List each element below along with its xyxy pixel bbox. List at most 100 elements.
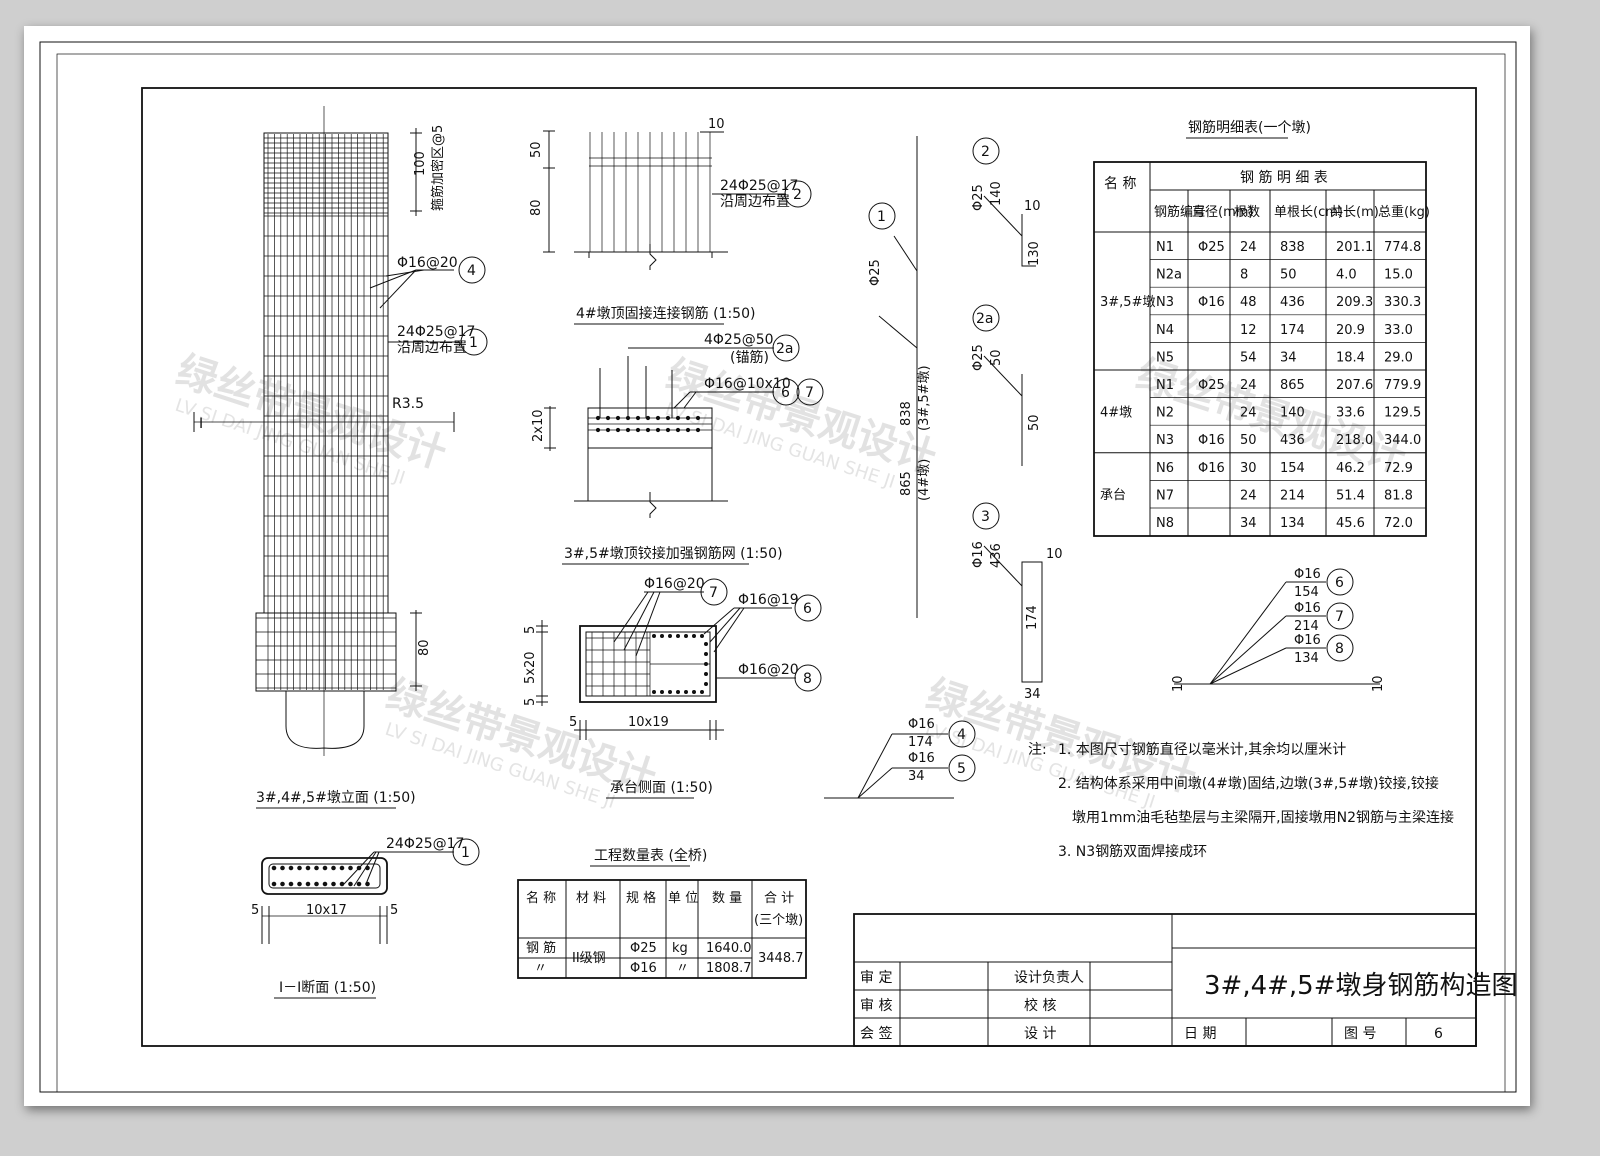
dim-10x17: 10x17 bbox=[306, 903, 347, 918]
bar678-end-left: 10 bbox=[1171, 675, 1186, 692]
rebar-cell-1-5-1: Φ25 bbox=[1198, 378, 1225, 393]
rebar-cell-0-1-5: 15.0 bbox=[1384, 268, 1413, 283]
qty-r1-spec: Φ25 bbox=[630, 941, 657, 956]
qty-h-qty: 数 量 bbox=[712, 891, 742, 906]
rebar-cell-1-7-0: N3 bbox=[1156, 433, 1174, 448]
section-mark: I bbox=[199, 416, 203, 432]
dim-80: 80 bbox=[417, 639, 432, 656]
rebar-cell-1-7-1: Φ16 bbox=[1198, 433, 1225, 448]
top-connect-label: 24Φ25@17 bbox=[720, 178, 798, 194]
cap-dim-5a: 5 bbox=[523, 626, 538, 634]
qty-h-unit: 单 位 bbox=[668, 891, 698, 906]
rebar-cell-0-0-0: N1 bbox=[1156, 240, 1174, 255]
bar2-len: 140 bbox=[989, 181, 1004, 206]
note-1: 1. 本图尺寸钢筋直径以毫米计,其余均以厘米计 bbox=[1058, 741, 1346, 758]
pier-outline bbox=[263, 132, 389, 614]
hinge-2a-note: (锚筋) bbox=[730, 349, 769, 366]
tb-chief: 设计负责人 bbox=[1014, 970, 1084, 986]
hinge-45-label: Φ16@10x10 bbox=[704, 376, 791, 392]
callout-8-cap: 8 bbox=[794, 664, 822, 692]
bar3-top: 10 bbox=[1046, 547, 1063, 562]
note-2: 2. 结构体系采用中间墩(4#墩)固结,边墩(3#,5#墩)铰接,铰接 bbox=[1058, 775, 1439, 792]
callout-2-bar: 2 bbox=[972, 137, 1000, 165]
svg-text:6: 6 bbox=[803, 601, 812, 617]
tb-date-label: 日 期 bbox=[1184, 1026, 1216, 1042]
rebar-cell-0-0-3: 838 bbox=[1280, 240, 1305, 255]
bar-4-5-shape: Φ16 174 Φ16 34 bbox=[824, 717, 954, 799]
rebar-cell-1-7-3: 436 bbox=[1280, 433, 1305, 448]
bar7-len: 214 bbox=[1294, 619, 1319, 634]
bar2-dia: Φ25 bbox=[971, 184, 986, 211]
cap-label-7: Φ16@20 bbox=[644, 576, 705, 592]
rebar-cell-1-6-2: 24 bbox=[1240, 406, 1257, 421]
bar-6-7-8-shape: Φ16 154 Φ16 214 Φ16 134 10 10 bbox=[1171, 567, 1386, 692]
callout-8-bar: 8 bbox=[1326, 634, 1354, 662]
top-hinge-view: 4Φ25@50 (锚筋) Φ16@10x10 2x10 3#,5#墩顶铰接加强钢… bbox=[531, 332, 791, 565]
note-2-cont: 墩用1mm油毛毡垫层与主梁隔开,固接墩用N2钢筋与主梁连接 bbox=[1072, 809, 1454, 826]
rebar-cell-2-8-4: 46.2 bbox=[1336, 461, 1365, 476]
rebar-header-2: 根数 bbox=[1234, 205, 1260, 220]
section-bars bbox=[271, 865, 370, 887]
svg-text:7: 7 bbox=[1335, 609, 1344, 625]
qty-r2-unit: 〃 bbox=[676, 961, 689, 976]
hinge-block bbox=[587, 407, 713, 449]
callout-3-bar: 3 bbox=[972, 502, 1000, 530]
section-title: I－I断面 (1:50) bbox=[279, 980, 376, 996]
cap-label-8: Φ16@20 bbox=[738, 662, 799, 678]
cap-dim-5b: 5 bbox=[523, 698, 538, 706]
rebar-cell-0-3-5: 33.0 bbox=[1384, 323, 1413, 338]
rebar-cell-0-1-0: N2a bbox=[1156, 268, 1182, 283]
dim-5-right: 5 bbox=[390, 903, 398, 918]
callout-2-top: 2 bbox=[784, 180, 812, 208]
pier-elevation-view: I Φ16@20 24Φ25@17 沿周边布置 R3.5 100 箍筋加密区@5… bbox=[193, 106, 475, 809]
label-hook-radius: R3.5 bbox=[392, 396, 424, 412]
callout-7-bar: 7 bbox=[1326, 602, 1354, 630]
bar2a-len: 50 bbox=[989, 349, 1004, 366]
bar3-side: 174 bbox=[1025, 605, 1040, 630]
qty-total: 3448.7 bbox=[758, 951, 804, 966]
qty-h-three-piers: (三个墩) bbox=[754, 913, 803, 928]
bar2a-dia: Φ25 bbox=[971, 344, 986, 371]
drawing-sheet: 绿丝带景观设计 LV SI DAI JING GUAN SHE JI 绿丝带景观… bbox=[24, 26, 1530, 1106]
svg-text:2a: 2a bbox=[976, 311, 994, 327]
rebar-cell-0-1-4: 4.0 bbox=[1336, 268, 1357, 283]
top-hinge-title: 3#,5#墩顶铰接加强钢筋网 (1:50) bbox=[564, 545, 783, 562]
cap-side-title: 承台侧面 (1:50) bbox=[610, 780, 713, 796]
quantity-table: 工程数量表 (全桥) 名 称 材 料 规 格 单 位 数 量 合 计 (三个墩)… bbox=[517, 847, 807, 979]
svg-text:4: 4 bbox=[957, 727, 966, 743]
notes: 注: 1. 本图尺寸钢筋直径以毫米计,其余均以厘米计 2. 结构体系采用中间墩(… bbox=[1028, 741, 1454, 860]
qty-material: II级钢 bbox=[572, 951, 606, 966]
qty-r2-spec: Φ16 bbox=[630, 961, 657, 976]
tb-check: 校 核 bbox=[1024, 997, 1056, 1014]
bar-3-shape: Φ16 436 10 174 34 bbox=[971, 541, 1063, 702]
cap-label-6: Φ16@19 bbox=[738, 592, 799, 608]
dim-50: 50 bbox=[529, 141, 544, 158]
dim-80-top: 80 bbox=[529, 199, 544, 216]
drawing-title: 3#,4#,5#墩身钢筋构造图 bbox=[1204, 971, 1518, 1001]
callout-1-bar: 1 bbox=[868, 202, 896, 230]
rebar-cell-0-3-2: 12 bbox=[1240, 323, 1257, 338]
rebar-cell-2-10-3: 134 bbox=[1280, 516, 1305, 531]
rebar-cell-2-8-2: 30 bbox=[1240, 461, 1257, 476]
bar4-len: 174 bbox=[908, 735, 933, 750]
rebar-group-1: 4#墩 bbox=[1100, 405, 1132, 420]
notes-label: 注: bbox=[1028, 742, 1047, 758]
callout-1-elev: 1 bbox=[460, 328, 488, 356]
title-block: 审 定 审 核 会 签 设计负责人 校 核 设 计 3#,4#,5#墩身钢筋构造… bbox=[853, 913, 1518, 1047]
bar4-dia: Φ16 bbox=[908, 717, 935, 732]
rebar-cell-1-5-3: 865 bbox=[1280, 378, 1305, 393]
callout-6-bar: 6 bbox=[1326, 568, 1354, 596]
rebar-cell-0-0-4: 201.1 bbox=[1336, 240, 1373, 255]
qty-name: 钢 筋 bbox=[526, 940, 556, 956]
cap-dim-5x20: 5x20 bbox=[523, 651, 538, 684]
rebar-cell-2-8-3: 154 bbox=[1280, 461, 1305, 476]
hinge-2a-label: 4Φ25@50 bbox=[704, 332, 774, 348]
callout-7-cap: 7 bbox=[700, 578, 728, 606]
dim-5-left: 5 bbox=[251, 903, 259, 918]
top-connect-title: 4#墩顶固接连接钢筋 (1:50) bbox=[576, 305, 755, 322]
qty-ditto: 〃 bbox=[534, 961, 547, 976]
qty-table-title: 工程数量表 (全桥) bbox=[594, 847, 707, 864]
callout-5-bar: 5 bbox=[948, 754, 976, 782]
label-24phi25: 24Φ25@17 bbox=[397, 324, 475, 340]
rebar-group-0: 3#,5#墩 bbox=[1100, 295, 1155, 310]
